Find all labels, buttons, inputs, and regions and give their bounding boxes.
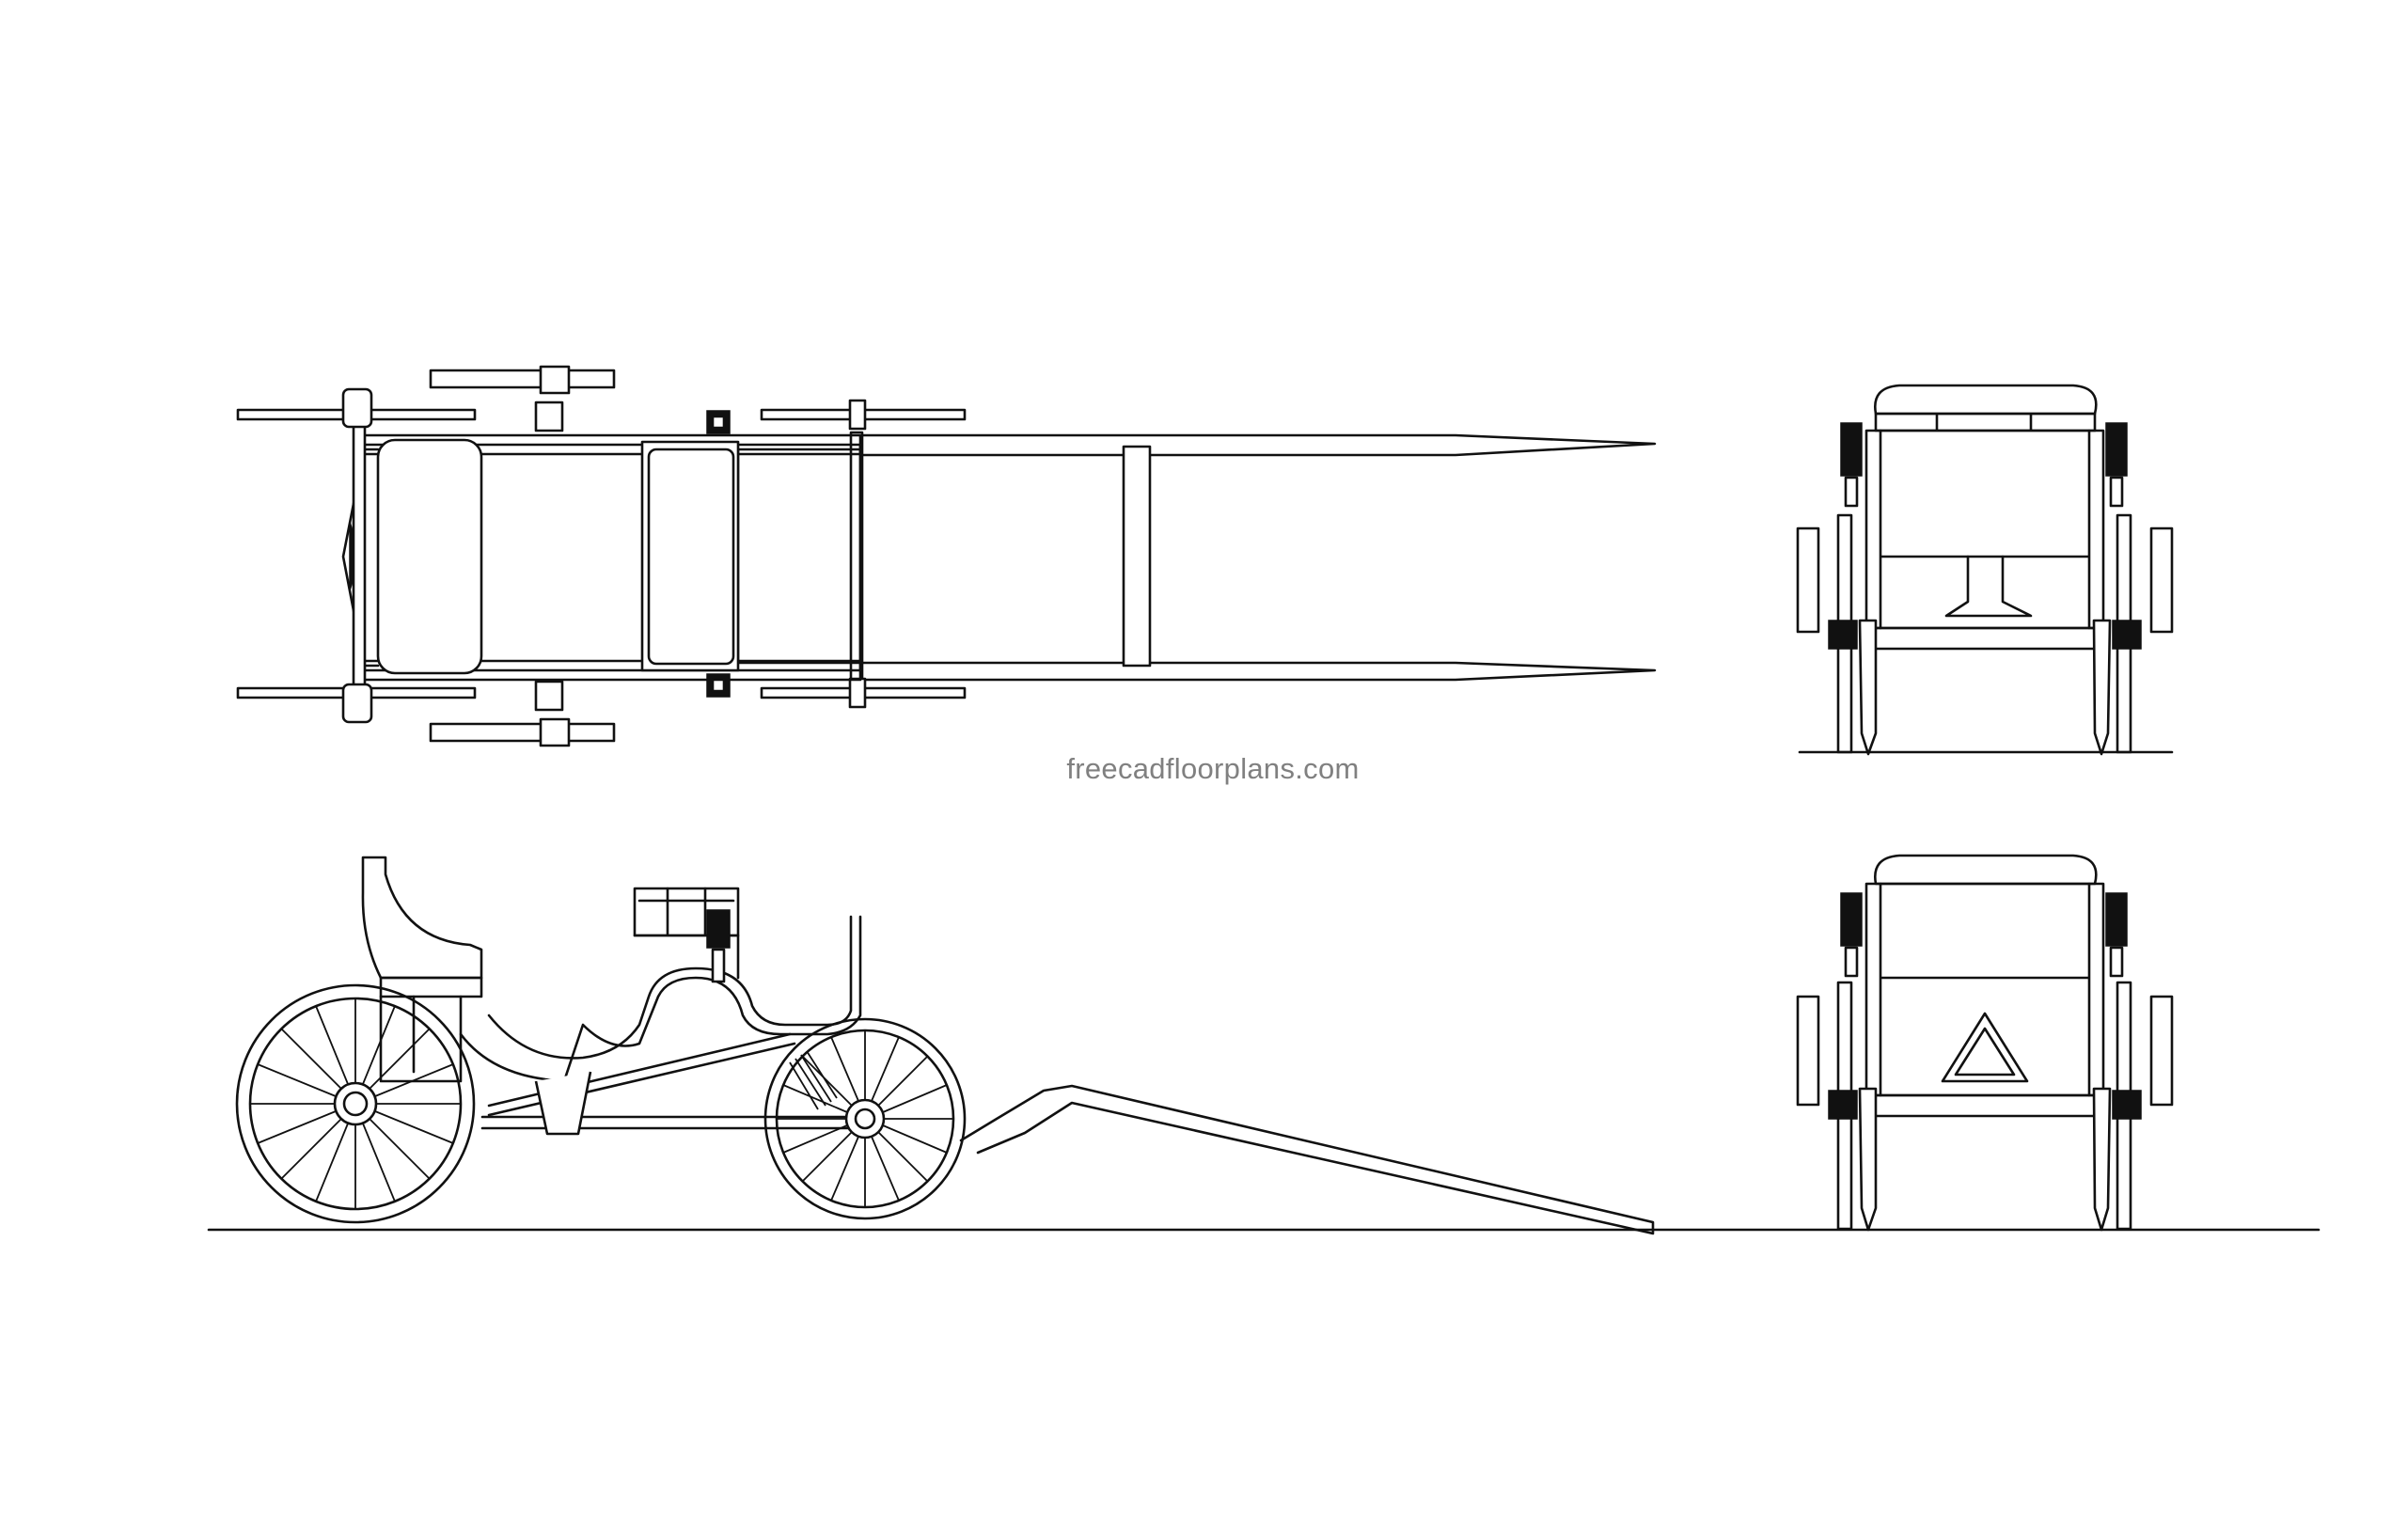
front-wheel-right-edge <box>2149 526 2174 634</box>
side-front-seat-rail <box>633 887 740 980</box>
spring-right-post <box>534 680 564 712</box>
front-shaft-right <box>2092 619 2112 756</box>
side-front-wheel-hatch <box>789 1050 838 1110</box>
side-rear-wheel <box>235 983 476 1224</box>
side-front-wheel <box>763 1017 967 1220</box>
rear-bumper <box>1869 1093 2099 1118</box>
spring-left-post <box>534 401 564 432</box>
front-lamp-right <box>2105 422 2128 477</box>
front-hub-right <box>848 677 867 709</box>
rear-seat <box>376 438 483 675</box>
front-deck <box>736 448 862 665</box>
rear-shaft-left <box>1858 1087 1878 1232</box>
rear-warning-triangle-inner <box>1954 1027 2016 1076</box>
rear-view <box>1796 854 2174 1232</box>
front-body <box>1864 429 2105 630</box>
front-hub-left <box>848 399 867 431</box>
spring-right-block <box>539 717 571 747</box>
shaft-lower <box>858 661 1657 682</box>
top-view <box>236 365 1657 747</box>
front-roof-band <box>1874 412 2097 432</box>
side-rear-seat-base <box>379 976 483 998</box>
side-step-hanger <box>534 1071 592 1136</box>
rear-lamp-right-stem <box>2109 946 2124 978</box>
shaft-crossbar <box>1122 445 1152 668</box>
front-hub-right <box>2112 620 2142 650</box>
side-view <box>207 856 2320 1235</box>
front-view <box>1796 384 2174 756</box>
lamp-right-inner <box>711 678 726 693</box>
lamp-left-inner <box>711 415 726 430</box>
rear-lamp-right <box>2105 892 2128 947</box>
front-lamp-left <box>1840 422 1863 477</box>
spring-left-block <box>539 365 571 395</box>
rear-hub-right <box>341 683 373 724</box>
side-rear-seat <box>361 856 483 980</box>
rear-body <box>1864 882 2105 1097</box>
front-footboard <box>1869 626 2099 651</box>
front-dash <box>1944 555 2033 618</box>
side-shaft <box>959 1084 1655 1235</box>
rear-lamp-left <box>1840 892 1863 947</box>
front-lamp-right-stem <box>2109 476 2124 508</box>
rear-warning-triangle-outer <box>1941 1012 2029 1083</box>
rear-hub-right <box>2112 1090 2142 1120</box>
front-lamp-left-stem <box>1844 476 1859 508</box>
rear-shaft-right <box>2092 1087 2112 1232</box>
shaft-upper <box>858 433 1657 457</box>
rear-body-inner <box>1879 882 2091 1097</box>
rear-hub-left <box>1828 1090 1858 1120</box>
front-wheel-left-edge <box>1796 526 1820 634</box>
side-lamp <box>706 909 731 949</box>
rear-lamp-left-stem <box>1844 946 1859 978</box>
side-diagonal-brace <box>487 1032 796 1117</box>
side-body-inner <box>412 915 853 1074</box>
watermark-text: freecadfloorplans.com <box>1066 752 1360 785</box>
front-seat <box>647 448 735 666</box>
front-roof <box>1873 384 2098 416</box>
front-shaft-left <box>1858 619 1878 756</box>
rear-wheel-left-edge <box>1796 995 1820 1107</box>
spring-right-bar <box>429 722 616 743</box>
spring-left-bar <box>429 369 616 389</box>
side-lamp-stem <box>711 948 726 983</box>
rear-axle <box>352 393 367 721</box>
rear-wheel-right-edge <box>2149 995 2174 1107</box>
rear-hub-left <box>341 387 373 429</box>
rear-roof <box>1873 854 2098 886</box>
side-body-outline <box>379 915 862 1083</box>
front-hub-left <box>1828 620 1858 650</box>
front-body-inner <box>1879 429 2091 630</box>
